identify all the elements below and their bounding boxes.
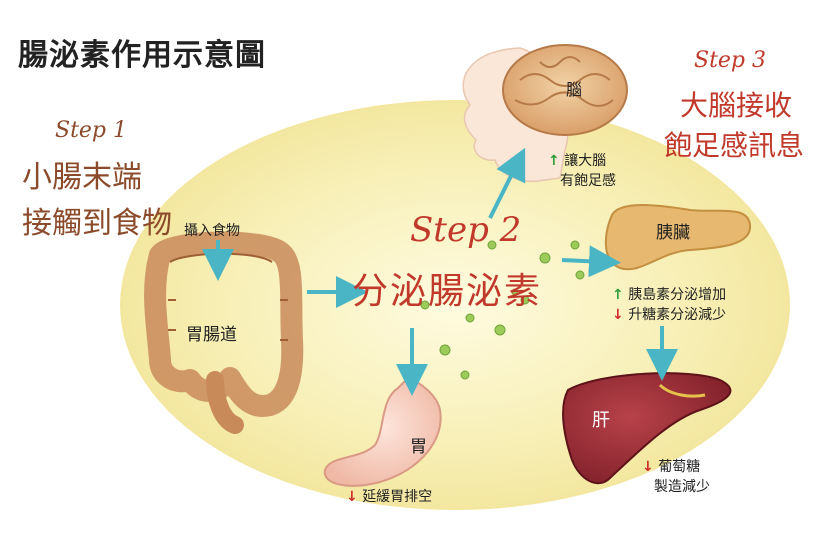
- step1-line1: 小腸末端: [22, 160, 142, 195]
- insulin-label: 胰島素分泌增加: [628, 287, 727, 303]
- liver-shape: [562, 372, 732, 485]
- brain-effect-line1: 讓大腦: [564, 153, 607, 169]
- step3-line1: 大腦接收: [680, 89, 793, 122]
- step2-main: 分泌腸泌素: [352, 271, 543, 312]
- pancreas-label: 胰臟: [656, 223, 690, 243]
- gut-label: 胃腸道: [186, 325, 237, 345]
- brain-effect-line2: 有飽足感: [560, 173, 616, 189]
- stomach-label: 胃: [410, 437, 427, 457]
- step3-label: Step 3: [694, 48, 767, 73]
- intake-label: 攝入食物: [184, 223, 240, 239]
- liver-label: 肝: [592, 410, 610, 431]
- stomach-shape: [323, 376, 442, 487]
- step2-label: Step 2: [410, 210, 522, 250]
- brain-label: 腦: [566, 80, 583, 99]
- liver-effect-line1: 葡萄糖: [658, 459, 701, 475]
- up-arrow-icon: ↑: [612, 287, 624, 303]
- step1-line2: 接觸到食物: [22, 206, 172, 241]
- colon-shape: [144, 231, 304, 417]
- page-title: 腸泌素作用示意圖: [18, 38, 266, 73]
- flow-arrows: [202, 147, 678, 396]
- stomach-effect-label: 延緩胃排空: [362, 489, 433, 505]
- up-arrow-icon: ↑: [548, 153, 560, 169]
- down-arrow-icon: ↓: [612, 307, 624, 323]
- liver-effect-line2: 製造減少: [654, 479, 710, 495]
- brain-shape: [502, 44, 628, 136]
- hormone-bubbles: [420, 240, 585, 380]
- glucagon-label: 升糖素分泌減少: [628, 307, 727, 323]
- down-arrow-icon: ↓: [642, 459, 654, 475]
- step3-line2: 飽足感訊息: [664, 129, 805, 162]
- down-arrow-icon: ↓: [346, 489, 358, 505]
- step1-label: Step 1: [55, 118, 128, 143]
